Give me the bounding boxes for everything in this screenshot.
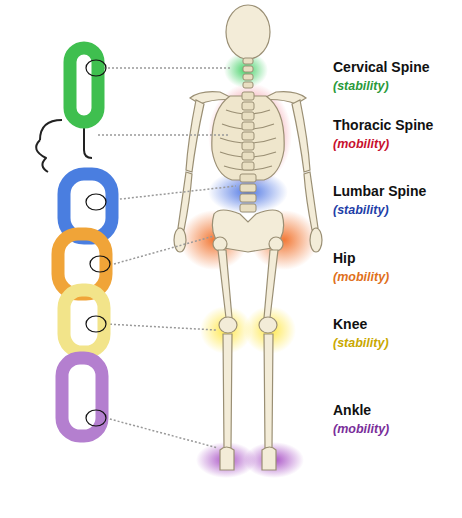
region-name: Cervical Spine <box>333 59 430 75</box>
region-role: (stability) <box>333 203 389 217</box>
region-role: (stability) <box>333 336 389 350</box>
region-role: (mobility) <box>333 422 389 436</box>
region-role: (mobility) <box>333 270 389 284</box>
region-name: Lumbar Spine <box>333 183 426 199</box>
region-name: Ankle <box>333 402 371 418</box>
region-name: Knee <box>333 316 367 332</box>
region-name: Hip <box>333 250 356 266</box>
region-role: (mobility) <box>333 137 389 151</box>
region-role: (stability) <box>333 79 389 93</box>
region-name: Thoracic Spine <box>333 117 433 133</box>
